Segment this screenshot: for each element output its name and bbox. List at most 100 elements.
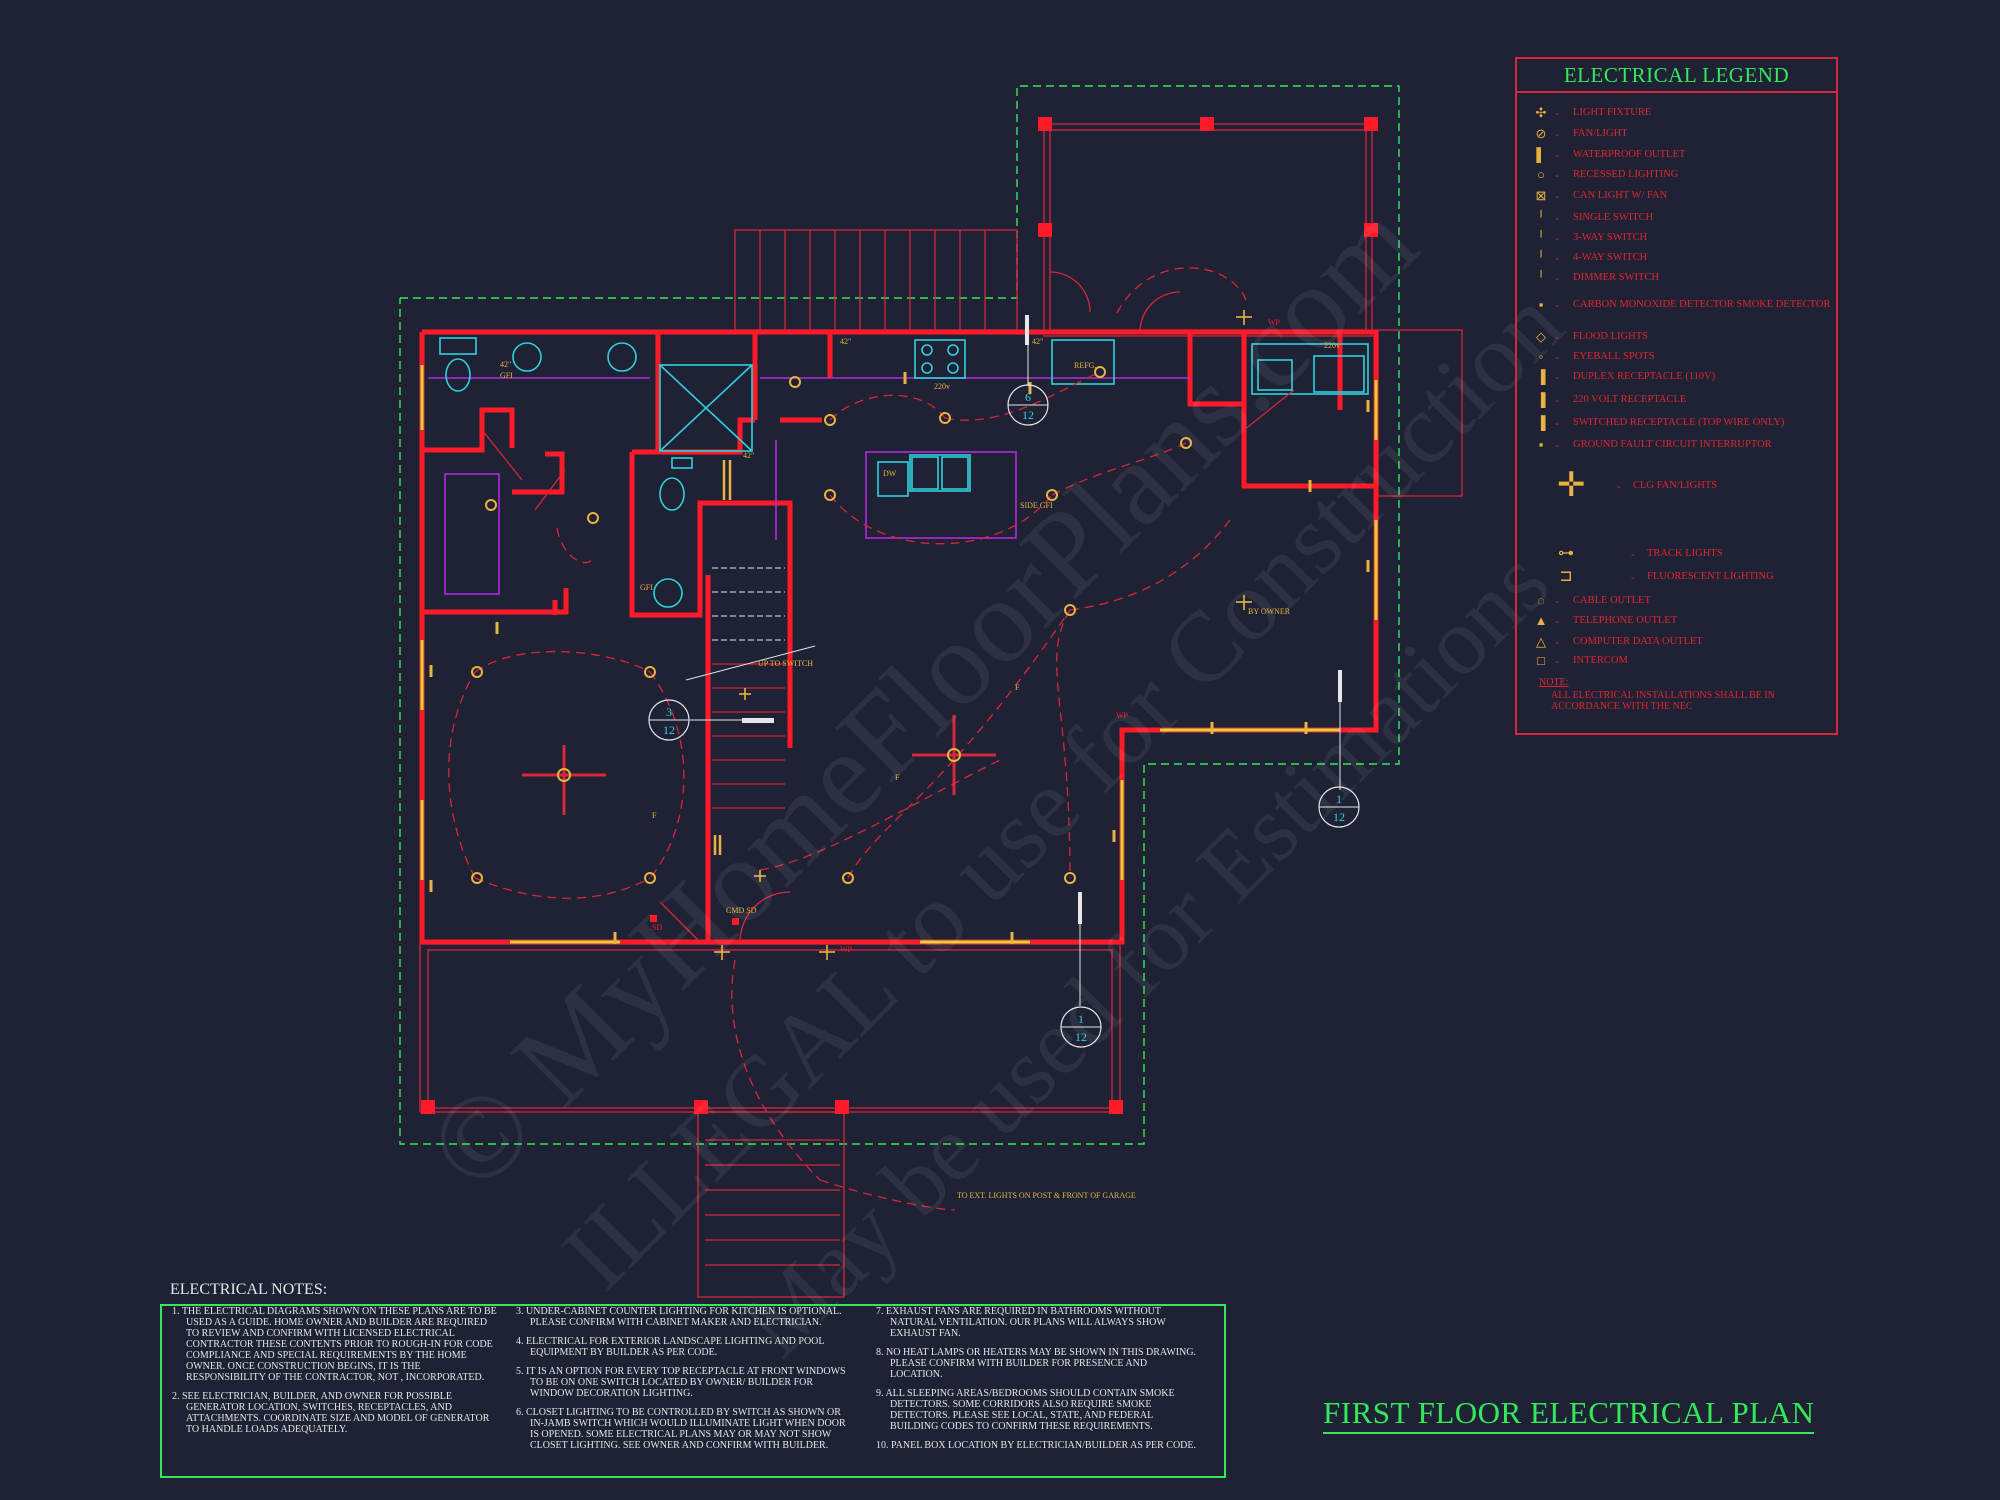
plan-title: FIRST FLOOR ELECTRICAL PLAN: [1323, 1395, 1815, 1434]
legend-item-label: DIMMER SWITCH: [1573, 272, 1660, 283]
ceiling-fan-icon: [912, 715, 996, 795]
legend-note: ALL ELECTRICAL INSTALLATIONS SHALL BE IN…: [1551, 690, 1775, 712]
legend-item: ○-RECESSED LIGHTING: [1517, 165, 1836, 185]
switched-receptacle-icon: ▐: [1536, 415, 1546, 430]
legend-item-label: 3-WAY SWITCH: [1573, 232, 1648, 243]
front-porch: [419, 943, 1121, 1298]
main-stairs-lower: [712, 663, 785, 809]
section-leaders: [690, 345, 1341, 1006]
legend-item-label: RECESSED LIGHTING: [1573, 169, 1679, 180]
legend-note-heading: NOTE:: [1539, 677, 1569, 688]
legend-item: ◇- FLOOD LIGHTS: [1517, 327, 1836, 347]
legend-item: ⊐-FLUORESCENT LIGHTING: [1517, 567, 1836, 587]
legend-title: ELECTRICAL LEGEND: [1517, 59, 1836, 93]
ceiling-fan-icon: ✛: [1557, 467, 1586, 504]
note-item: 1. THE ELECTRICAL DIAGRAMS SHOWN ON THES…: [172, 1306, 497, 1383]
legend-dash: -: [1555, 594, 1559, 608]
by-owner-label: BY OWNER: [1248, 607, 1291, 616]
legend-item-label: COMPUTER DATA OUTLET: [1573, 636, 1703, 647]
legend-item: ╵-SINGLE SWITCH: [1517, 208, 1836, 228]
legend-item: ╵-4-WAY SWITCH: [1517, 248, 1836, 268]
legend-item-label: CLG FAN/LIGHTS: [1633, 480, 1718, 491]
legend-dash: -: [1555, 189, 1559, 203]
legend-item: ▪-GROUND FAULT CIRCUIT INTERRUPTOR: [1517, 435, 1836, 455]
legend-dash: -: [1617, 479, 1621, 493]
f-label: F: [652, 811, 657, 820]
rear-stairs: [734, 229, 1018, 331]
v220-label: 220v: [1324, 341, 1340, 350]
four-way-switch-icon: ╵: [1537, 250, 1545, 265]
h42-label: 42": [1032, 337, 1043, 346]
legend-dash: -: [1555, 393, 1559, 407]
legend-item-label: LIGHT FIXTURE: [1573, 107, 1652, 118]
h42-label: 42": [743, 451, 754, 460]
legend-dash: -: [1555, 127, 1559, 141]
cmd-sd-label: CMD SD: [726, 906, 757, 915]
section-marker-bottom: 12: [1333, 810, 1345, 824]
light-fixture-icon: [714, 310, 1252, 960]
electrical-notes-title: ELECTRICAL NOTES:: [170, 1281, 328, 1298]
legend-item-label: FLOOD LIGHTS: [1573, 331, 1648, 342]
legend-item: ▪-CARBON MONOXIDE DETECTOR SMOKE DETECTO…: [1517, 295, 1836, 315]
section-marker-bottom: 12: [1075, 1030, 1087, 1044]
side-gfi-label: SIDE GFI: [1020, 501, 1053, 510]
legend-item-label: EYEBALL SPOTS: [1573, 351, 1655, 362]
electrical-legend: ELECTRICAL LEGEND ✣-LIGHT FIXTURE⊘-FAN/L…: [1515, 57, 1838, 735]
note-item: 8. NO HEAT LAMPS OR HEATERS MAY BE SHOWN…: [876, 1347, 1197, 1380]
legend-item: ▌-WATERPROOF OUTLET: [1517, 145, 1836, 165]
legend-item: ◦-EYEBALL SPOTS: [1517, 347, 1836, 367]
legend-item-label: SWITCHED RECEPTACLE (TOP WIRE ONLY): [1573, 417, 1785, 428]
intercom-icon: □: [1537, 653, 1545, 668]
counters: [428, 377, 1190, 595]
legend-item-label: INTERCOM: [1573, 655, 1628, 666]
section-marker: 6 12: [1007, 384, 1049, 426]
notes-column: 1. THE ELECTRICAL DIAGRAMS SHOWN ON THES…: [172, 1306, 502, 1443]
cable-outlet-icon: ◌: [1537, 593, 1545, 608]
legend-item: □- INTERCOM: [1517, 651, 1836, 671]
legend-dash: -: [1555, 148, 1559, 162]
section-marker-bottom: 12: [1022, 408, 1034, 422]
ceiling-fan-icon: [522, 745, 606, 815]
circuit-wiring: [448, 267, 1247, 1211]
wp-label: WP: [1268, 318, 1281, 327]
legend-dash: -: [1555, 251, 1559, 265]
telephone-outlet-icon: ▲: [1534, 613, 1548, 628]
door-swings: [481, 271, 1295, 943]
legend-item: ╵-3-WAY SWITCH: [1517, 228, 1836, 248]
v220-label: 220v: [934, 382, 950, 391]
section-cut-bars: [742, 315, 1342, 924]
flood-lights-icon: ◇: [1536, 329, 1546, 344]
refg-label: REFG.: [1074, 361, 1096, 370]
legend-item: ✣-LIGHT FIXTURE: [1517, 103, 1836, 123]
note-item: 5. IT IS AN OPTION FOR EVERY TOP RECEPTA…: [516, 1366, 846, 1399]
legend-item: ▐-SWITCHED RECEPTACLE (TOP WIRE ONLY): [1517, 413, 1836, 433]
legend-item: ▲-TELEPHONE OUTLET: [1517, 611, 1836, 631]
legend-item: ⊘-FAN/LIGHT: [1517, 124, 1836, 144]
note-item: 3. UNDER-CABINET COUNTER LIGHTING FOR KI…: [516, 1306, 842, 1328]
gfi-label: GFI: [640, 583, 653, 592]
legend-item: ▐-DUPLEX RECEPTACLE (110V): [1517, 367, 1836, 387]
gfi-label: GFI: [500, 371, 513, 380]
legend-dash: -: [1555, 654, 1559, 668]
track-lights-icon: ⊶: [1558, 545, 1574, 562]
notes-column: 7. EXHAUST FANS ARE REQUIRED IN BATHROOM…: [876, 1306, 1198, 1459]
legend-item-label: TRACK LIGHTS: [1647, 548, 1723, 559]
legend-item: △-COMPUTER DATA OUTLET: [1517, 632, 1836, 652]
eyeball-spot-icon: ◦: [1538, 349, 1544, 364]
sd-label: SD: [652, 923, 662, 932]
exterior-walls: [419, 329, 1379, 945]
electrical-notes-box: [160, 1304, 1226, 1478]
legend-item: ⊶ - TRACK LIGHTS: [1517, 544, 1836, 564]
note-item: 9. ALL SLEEPING AREAS/BEDROOMS SHOULD CO…: [876, 1388, 1175, 1432]
section-marker: 3 12: [648, 699, 690, 741]
duplex-receptacle-icon: [429, 372, 1370, 944]
gfi-icon: ▪: [1538, 437, 1544, 452]
smoke-detector-icon: [650, 915, 739, 925]
legend-dash: -: [1555, 330, 1559, 344]
legend-item: ▐-220 VOLT RECEPTACLE: [1517, 390, 1836, 410]
legend-dash: -: [1555, 168, 1559, 182]
legend-dash: -: [1631, 547, 1635, 561]
legend-item-label: CARBON MONOXIDE DETECTOR SMOKE DETECTOR: [1573, 299, 1831, 310]
front-porch-posts: [421, 1100, 1123, 1114]
